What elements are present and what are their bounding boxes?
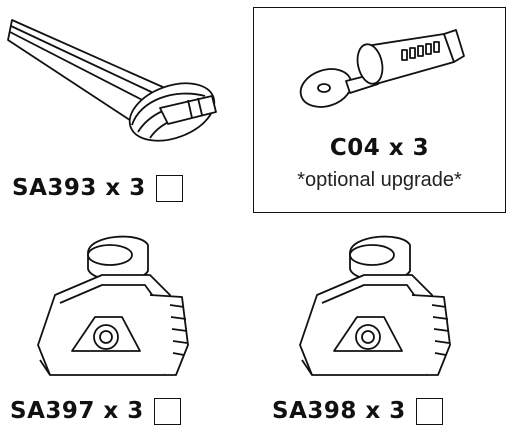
part-code-label: SA397 x 3	[10, 398, 144, 424]
optional-upgrade-box: C04 x 3 *optional upgrade*	[253, 7, 506, 213]
part-checkbox[interactable]	[415, 398, 443, 425]
part-code-label: SA393 x 3	[12, 175, 146, 201]
part-sa397: SA397 x 3	[0, 225, 250, 435]
optional-upgrade-note: *optional upgrade*	[297, 169, 462, 191]
part-code-label: C04 x 3	[329, 135, 430, 161]
part-checkbox[interactable]	[153, 398, 181, 425]
crossbar-end-illustration	[7, 19, 217, 142]
tower-foot-illustration	[299, 235, 451, 376]
part-sa393: SA393 x 3	[0, 0, 240, 210]
part-code-label: SA398 x 3	[272, 398, 406, 424]
lock-cylinder-key-illustration	[299, 29, 465, 108]
tower-foot-illustration	[37, 235, 189, 376]
part-sa398: SA398 x 3	[262, 225, 512, 435]
part-checkbox[interactable]	[155, 175, 183, 202]
